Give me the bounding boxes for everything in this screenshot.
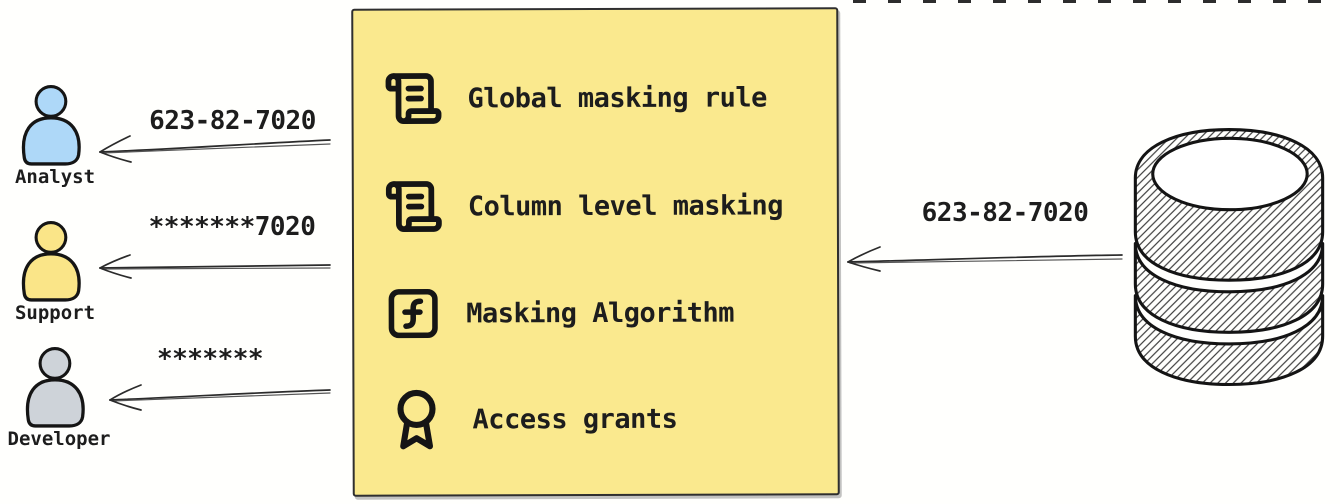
persona-label: Developer [7,428,111,450]
persona-developer: Developer [0,346,124,450]
arrow-to-analyst-icon [99,135,331,163]
masking-box: Global masking rule Column level masking [351,7,840,497]
db-flow-value-label: 623-82-7020 [921,198,1089,228]
flow-value-support: *******7020 [148,212,316,242]
persona-support: Support [0,220,120,324]
person-icon [21,221,81,302]
masking-item-label: Access grants [472,403,678,435]
masking-item-label: Global masking rule [467,81,767,114]
masking-item-label: Column level masking [467,189,784,222]
persona-label: Analyst [14,166,96,188]
database-icon [1133,128,1325,387]
masking-item-label: Masking Algorithm [466,297,735,329]
person-icon [21,85,81,166]
arrow-db-to-box-icon [847,246,1123,272]
persona-analyst: Analyst [0,84,120,188]
masking-item-row: Column level masking [384,165,823,246]
persona-label: Support [14,302,96,324]
dashed-line [853,0,1340,3]
masking-item-row: Access grants [384,378,823,459]
function-icon [388,288,438,339]
flow-value-developer: ******* [156,344,264,374]
award-icon [397,389,436,450]
flow-value-analyst: 623-82-7020 [149,106,316,136]
person-icon [25,347,85,428]
arrow-to-support-icon [99,254,331,279]
masking-item-row: Global masking rule [383,57,822,138]
masking-item-row: Masking Algorithm [384,272,823,353]
scroll-icon [385,73,442,124]
scroll-icon [385,181,442,232]
arrow-to-developer-icon [109,384,331,411]
